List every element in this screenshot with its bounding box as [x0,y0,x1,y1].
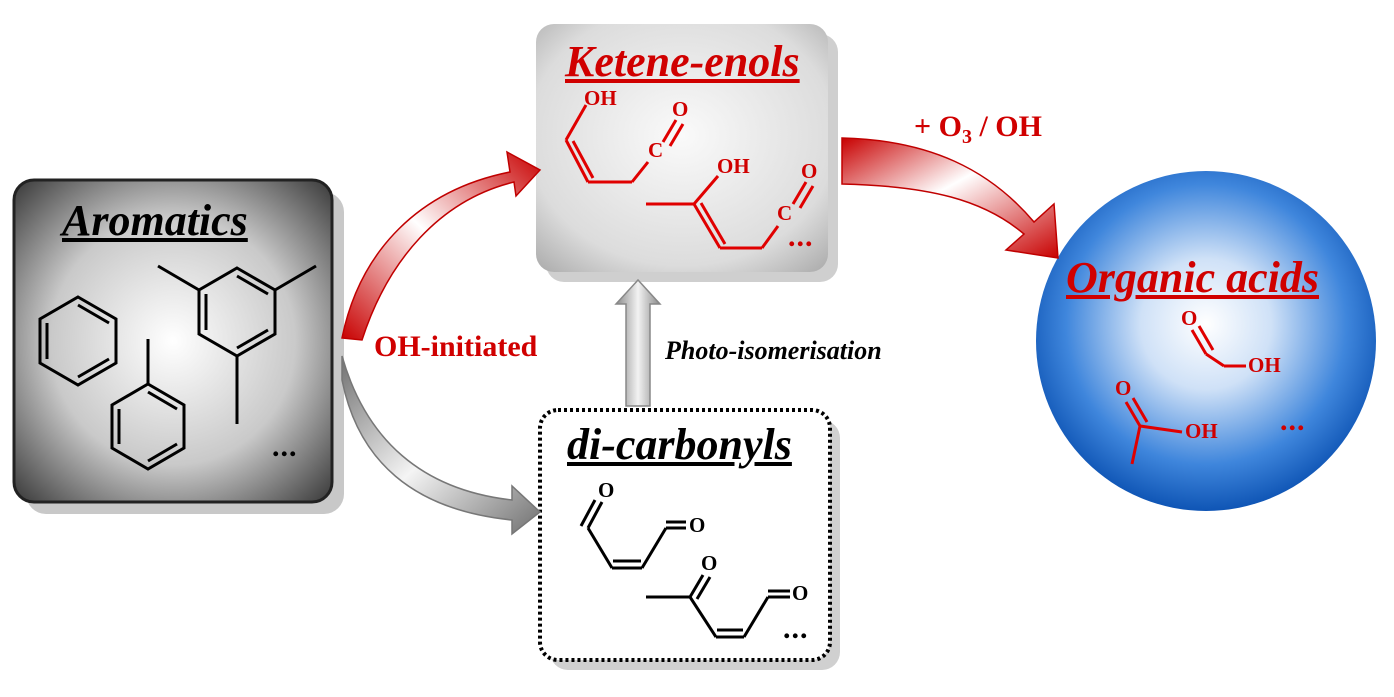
benzene-structure [38,295,118,387]
oxidation-label-prefix: + O [914,110,962,143]
ketene-enol-2-oh: OH [717,154,750,178]
organic-acid-1-structure [1190,325,1246,368]
ketene-enol-2-c: C [777,201,793,225]
organic-acids-ellipsis: ... [1280,404,1306,437]
organic-acid-2-oh: OH [1185,419,1218,443]
oxidation-label-subscript: 3 [961,126,972,148]
photo-isomerisation-label: Photo-isomerisation [665,336,882,365]
ketene-enol-2-structure [646,175,815,250]
ketene-enol-1-o: O [672,97,689,121]
ketene-enol-2-o: O [801,159,818,183]
organic-acid-1-oh: OH [1248,353,1281,377]
dicarbonyl-1-structure [579,499,686,570]
dicarbonyl-2-o-right: O [792,581,809,605]
oxidation-label-suffix: / OH [971,110,1042,143]
ketene-enols-title: Ketene-enols [565,37,800,86]
dicarbonyl-2-structure [646,574,790,639]
toluene-structure [110,339,186,471]
dicarbonyls-box [538,408,832,662]
ketene-enol-1-structure [564,104,685,184]
organic-acids-title: Organic acids [1066,253,1319,302]
oxidation-label: + O3 / OH [914,110,1042,149]
organic-acids-sphere [1036,171,1376,511]
aromatics-box [12,178,334,504]
photo-isomerisation-arrow [614,278,662,407]
oh-initiated-label: OH-initiated [374,330,538,363]
ketene-enol-1-c: C [648,138,664,162]
ketene-enol-1-oh: OH [584,86,617,110]
organic-acid-2-o: O [1115,376,1132,400]
dicarbonyl-2-o-top: O [701,551,718,575]
dicarbonyls-ellipsis: ... [783,612,809,645]
dicarbonyl-1-o-top: O [598,478,615,502]
mesitylene-structure [157,264,317,424]
organic-acid-2-structure [1124,397,1183,465]
ketene-enols-box [536,24,828,272]
dicarbonyl-1-o-right: O [689,513,706,537]
oxidation-arrow [841,137,1059,259]
dicarbonyls-arrow [341,355,542,536]
aromatics-ellipsis: ... [272,430,298,463]
aromatics-title: Aromatics [62,196,248,245]
organic-acid-1-o: O [1181,306,1198,330]
ketene-enols-ellipsis: ... [788,220,814,253]
oh-initiated-arrow [341,150,542,341]
dicarbonyls-title: di-carbonyls [567,420,792,469]
